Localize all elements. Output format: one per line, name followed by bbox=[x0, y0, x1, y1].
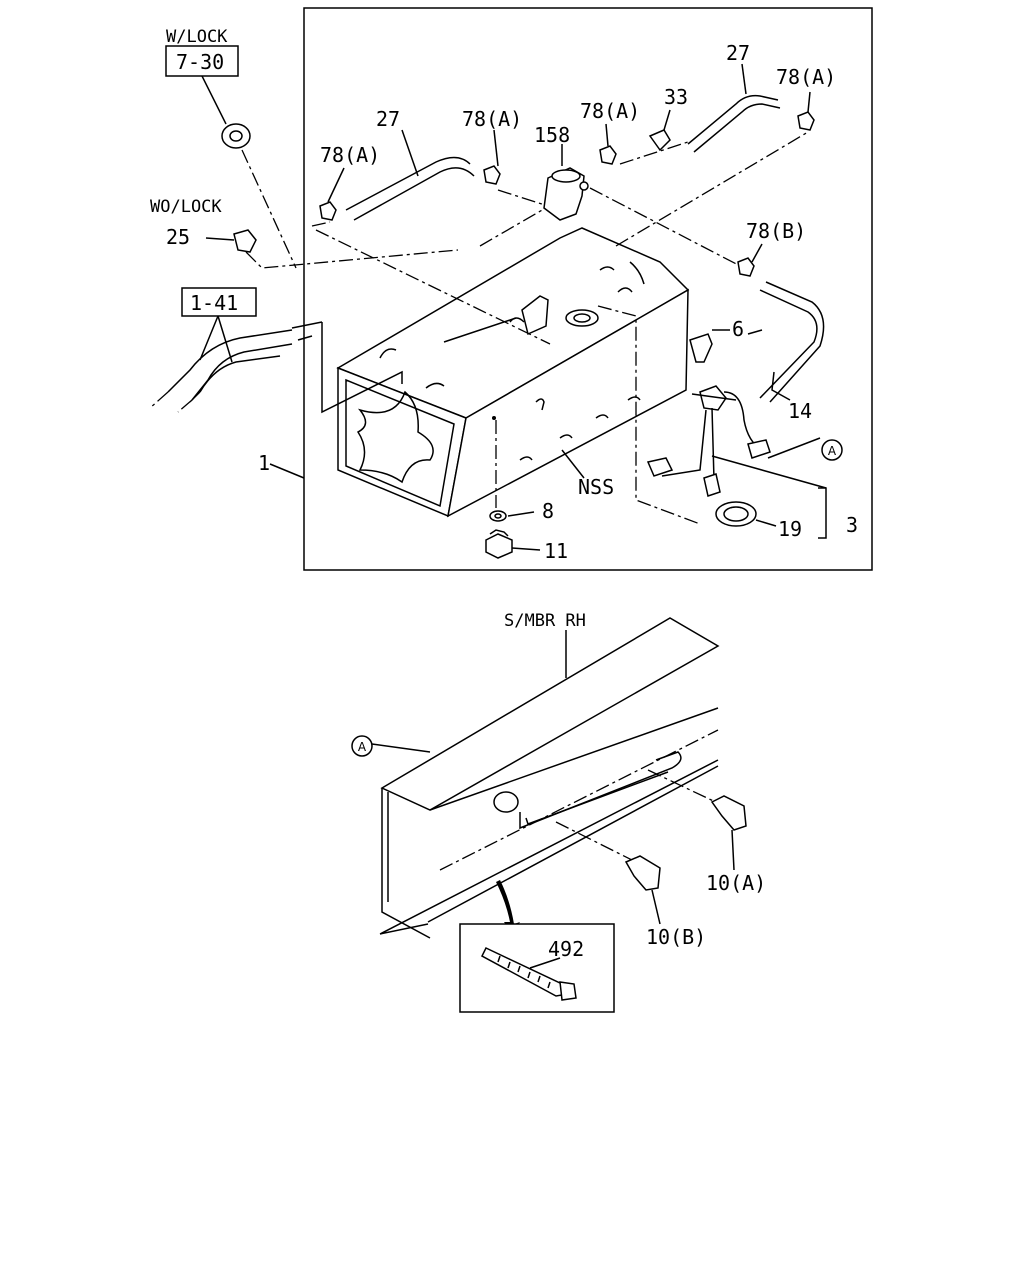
label-part-78b: 78(B) bbox=[746, 219, 806, 243]
leader-part-1 bbox=[269, 463, 305, 479]
leader-part-6 bbox=[747, 329, 763, 335]
part-19-seal bbox=[715, 501, 777, 527]
leader-ref-a-bottom bbox=[371, 743, 431, 753]
ref-circle-a-bottom[interactable] bbox=[351, 735, 373, 757]
label-part-8: 8 bbox=[542, 499, 554, 523]
vent-hoses bbox=[311, 94, 825, 403]
label-part-78a-1: 78(A) bbox=[320, 143, 380, 167]
label-part-27-right: 27 bbox=[726, 41, 750, 65]
label-wo-lock: WO/LOCK bbox=[150, 197, 222, 217]
leader-nss bbox=[561, 449, 585, 479]
label-part-78a-3: 78(A) bbox=[580, 99, 640, 123]
label-part-1: 1 bbox=[258, 451, 270, 475]
part-7-30-lock-cap bbox=[201, 75, 297, 269]
ref-box-1-41[interactable] bbox=[181, 287, 257, 317]
label-part-10b: 10(B) bbox=[646, 925, 706, 949]
part-33-bolt bbox=[648, 109, 671, 152]
part-10a-clip bbox=[710, 795, 747, 871]
label-part-14: 14 bbox=[788, 399, 812, 423]
detail-box-492 bbox=[459, 923, 615, 1013]
side-member-rh bbox=[379, 617, 725, 939]
clamp-78a-1 bbox=[319, 167, 345, 221]
ref-a-top[interactable]: A bbox=[828, 444, 837, 458]
label-part-25: 25 bbox=[166, 225, 190, 249]
clamp-78b bbox=[737, 243, 763, 277]
clamp-78a-2 bbox=[483, 129, 501, 185]
detail-arrow-icon bbox=[496, 880, 520, 934]
fuel-tank bbox=[336, 227, 690, 518]
ref-circle-a-top[interactable] bbox=[821, 439, 843, 461]
label-part-78a-2: 78(A) bbox=[462, 107, 522, 131]
part-11-plug bbox=[485, 529, 541, 559]
part-492-cable-tie bbox=[481, 947, 577, 1001]
clamp-78a-3 bbox=[599, 123, 617, 165]
label-part-6: 6 bbox=[732, 317, 744, 341]
part-158-valve bbox=[543, 144, 589, 221]
leader-part-27-left bbox=[401, 129, 419, 177]
label-part-3: 3 bbox=[846, 513, 858, 537]
ref-1-41[interactable]: 1-41 bbox=[190, 291, 238, 315]
label-part-492: 492 bbox=[548, 937, 584, 961]
part-25-cap bbox=[205, 229, 459, 269]
part-10b-clip bbox=[624, 855, 661, 925]
label-smbr-rh: S/MBR RH bbox=[504, 611, 586, 631]
bracket-arm bbox=[291, 321, 323, 341]
part-8-washer bbox=[489, 420, 535, 522]
part-3-sender-unit bbox=[597, 305, 827, 539]
clamp-78a-4 bbox=[797, 91, 815, 131]
leader-part-14 bbox=[771, 371, 791, 401]
filler-hoses bbox=[149, 315, 293, 413]
assembly-frame bbox=[303, 7, 873, 571]
label-part-27-left: 27 bbox=[376, 107, 400, 131]
label-nss: NSS bbox=[578, 475, 614, 499]
label-part-11: 11 bbox=[544, 539, 568, 563]
tank-bracket bbox=[321, 322, 403, 414]
label-part-10a: 10(A) bbox=[706, 871, 766, 895]
label-part-158: 158 bbox=[534, 123, 570, 147]
ref-box-7-30[interactable] bbox=[165, 45, 239, 77]
label-w-lock: W/LOCK bbox=[166, 27, 228, 47]
part-6-screw bbox=[689, 329, 730, 363]
label-part-78a-4: 78(A) bbox=[776, 65, 836, 89]
leader-part-27-right bbox=[741, 63, 747, 95]
ref-7-30[interactable]: 7-30 bbox=[176, 50, 224, 74]
label-part-33: 33 bbox=[664, 85, 688, 109]
ref-a-bottom[interactable]: A bbox=[358, 740, 367, 754]
label-part-19: 19 bbox=[778, 517, 802, 541]
